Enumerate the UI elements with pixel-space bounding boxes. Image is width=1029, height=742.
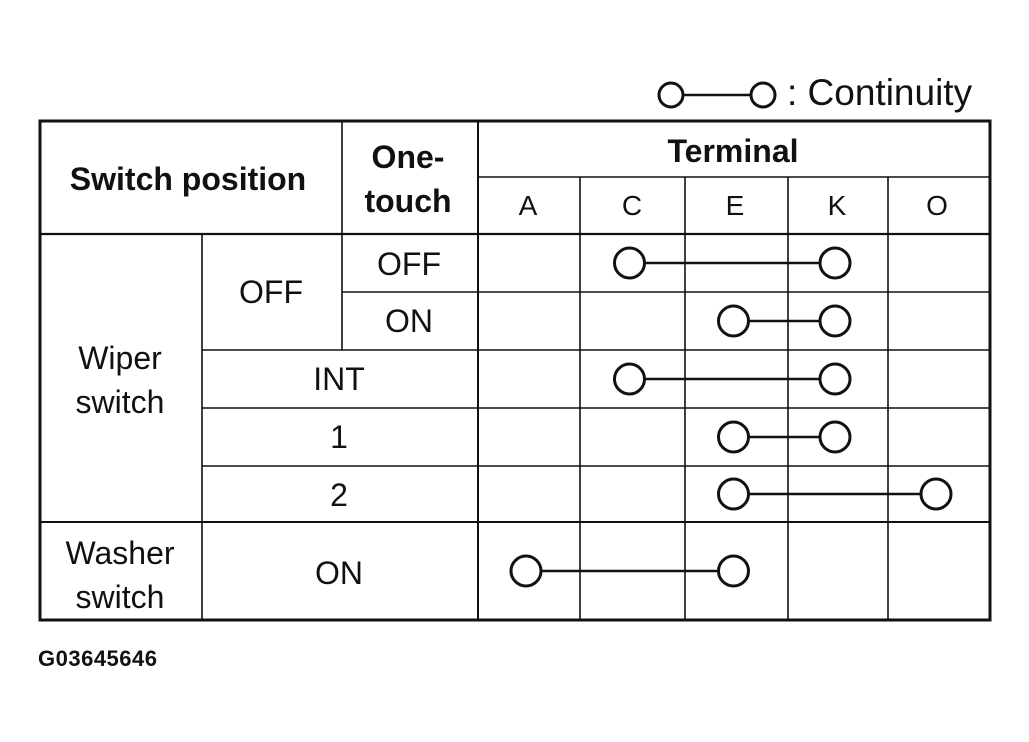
continuity-connections [509, 246, 953, 588]
position-off: OFF [239, 274, 303, 310]
terminal-e-node [717, 420, 750, 454]
continuity-wiper-int [613, 362, 852, 396]
legend-label: : Continuity [787, 72, 973, 113]
position-2: 2 [330, 477, 348, 513]
terminal-o-node [919, 477, 953, 511]
table-grid [38, 119, 992, 622]
figure-code: G03645646 [38, 646, 158, 671]
group-washer-line2: switch [76, 579, 165, 615]
table-labels: Switch position One- touch Terminal A C … [65, 133, 947, 615]
terminal-a-node [509, 554, 543, 588]
terminal-e-node [717, 477, 750, 511]
header-switch-position: Switch position [70, 161, 306, 197]
position-washer-on: ON [315, 555, 363, 591]
header-one-touch-line1: One- [372, 139, 445, 175]
terminal-label-e: E [726, 190, 745, 221]
group-wiper-line2: switch [76, 384, 165, 420]
table-border [38, 119, 992, 622]
continuity-wiper-off-onetouch-off [613, 246, 852, 280]
terminal-label-a: A [519, 190, 538, 221]
terminal-k-node [818, 420, 852, 454]
position-int: INT [313, 361, 365, 397]
header-one-touch-line2: touch [364, 183, 451, 219]
header-terminal: Terminal [668, 133, 799, 169]
terminal-e-node [717, 304, 750, 338]
group-washer-line1: Washer [65, 535, 174, 571]
continuity-legend: : Continuity [655, 70, 995, 116]
terminal-label-k: K [828, 190, 847, 221]
one-touch-off: OFF [377, 246, 441, 282]
terminal-c-node [613, 246, 646, 280]
position-1: 1 [330, 419, 348, 455]
terminal-k-node [818, 304, 852, 338]
terminal-label-o: O [926, 190, 948, 221]
continuity-wiper-2 [717, 477, 953, 511]
continuity-symbol-icon [657, 81, 777, 109]
continuity-washer-on [509, 554, 750, 588]
continuity-wiper-off-onetouch-on [717, 304, 852, 338]
terminal-c-node [613, 362, 646, 396]
terminal-k-node [818, 246, 852, 280]
one-touch-on: ON [385, 303, 433, 339]
group-wiper-line1: Wiper [78, 340, 162, 376]
terminal-label-c: C [622, 190, 642, 221]
terminal-e-node [717, 554, 750, 588]
terminal-k-node [818, 362, 852, 396]
continuity-wiper-1 [717, 420, 852, 454]
